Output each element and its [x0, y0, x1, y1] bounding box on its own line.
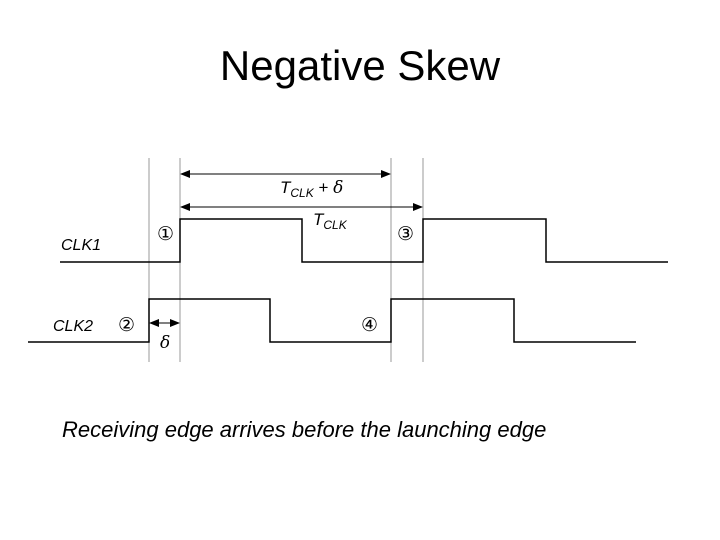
- marker-2: ②: [118, 314, 135, 336]
- marker-4: ④: [361, 314, 378, 336]
- clk2-label: CLK2: [53, 318, 93, 335]
- marker-3: ③: [397, 223, 414, 245]
- tclk-label: TCLK: [313, 210, 348, 232]
- clk1-label: CLK1: [61, 237, 101, 254]
- page-title: Negative Skew: [219, 42, 501, 89]
- marker-1: ①: [157, 223, 174, 245]
- delta-label: δ: [160, 333, 170, 353]
- clk1-waveform: [60, 218, 668, 263]
- caption: Receiving edge arrives before the launch…: [62, 417, 547, 442]
- tclk-plus-delta-label: TCLK + δ: [280, 178, 343, 200]
